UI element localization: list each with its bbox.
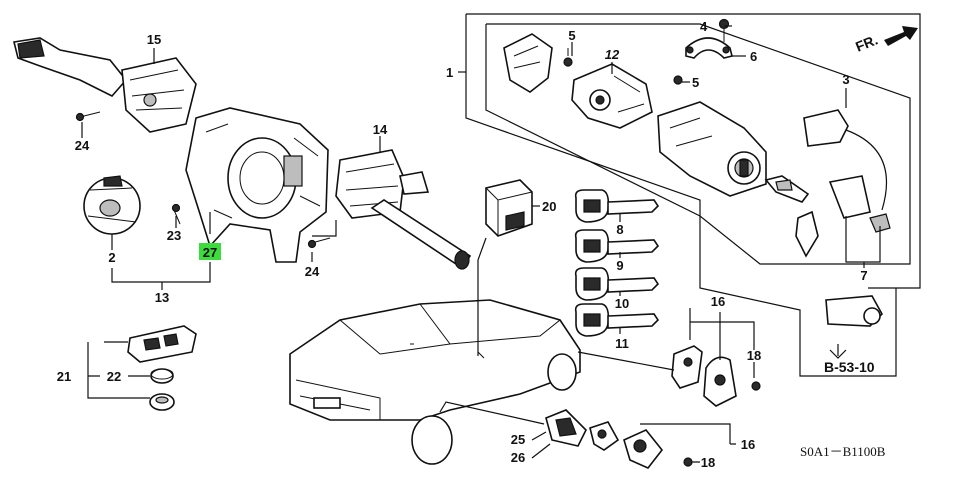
trunk-lock-25	[545, 409, 587, 447]
key-8	[574, 189, 660, 223]
callout-24b: 24	[305, 264, 320, 279]
lock-set-frame	[465, 13, 921, 377]
relay-20	[485, 179, 533, 237]
trunk-cylinder-ref	[825, 295, 883, 359]
door-cylinder-right	[703, 356, 737, 407]
callout-3: 3	[842, 72, 849, 87]
callout-18a: 18	[747, 348, 761, 363]
sedan-outline	[289, 299, 581, 465]
screw-18b	[683, 457, 693, 467]
callout-9: 9	[616, 258, 623, 273]
callout-24a: 24	[75, 138, 90, 153]
front-direction-arrow: FR.	[853, 26, 918, 55]
ignition-switch-cover	[503, 33, 553, 93]
callout-8: 8	[616, 222, 623, 237]
callout-16b: 16	[741, 437, 755, 452]
diagram-code: S0A1－B1100B	[800, 444, 886, 459]
door-cylinder-left	[671, 345, 703, 389]
callout-11: 11	[615, 336, 629, 351]
trunk-cylinder-16b	[623, 429, 664, 469]
key-9	[574, 229, 660, 263]
callout-27-highlight	[199, 243, 221, 260]
combination-switch-left	[13, 37, 197, 133]
callout-25: 25	[511, 432, 525, 447]
callout-10: 10	[615, 296, 629, 311]
callout-1: 1	[446, 65, 453, 80]
keyless-remote-21	[127, 325, 197, 363]
screw-18a	[751, 381, 761, 391]
leader-lines	[81, 25, 881, 463]
callout-labels: 15 24 2 23 27 13 14 24 20 1 5 12 4 6 5 3…	[57, 19, 868, 470]
callout-5a: 5	[568, 28, 575, 43]
callout-12: 12	[605, 47, 620, 62]
callout-6: 6	[750, 49, 757, 64]
reference-label: B-53-10	[824, 359, 875, 375]
steering-lock-12	[571, 63, 653, 129]
callout-22: 22	[107, 369, 121, 384]
bracket-6	[685, 37, 733, 59]
front-arrow-label: FR.	[853, 31, 880, 54]
callout-20: 20	[542, 199, 556, 214]
key-10	[574, 267, 660, 301]
callout-16a: 16	[711, 294, 725, 309]
callout-18b: 18	[701, 455, 715, 470]
callout-21: 21	[57, 369, 71, 384]
cable-reel-2	[83, 175, 141, 235]
battery-22	[150, 368, 174, 384]
screw-24b	[307, 237, 331, 249]
screw-5b	[673, 75, 683, 85]
trunk-bracket	[589, 421, 620, 451]
callout-5b: 5	[692, 75, 699, 90]
screw-23	[171, 203, 181, 225]
key-pair-in-set	[764, 175, 819, 258]
callout-26: 26	[511, 450, 525, 465]
screw-24a	[75, 111, 101, 122]
callout-13: 13	[155, 290, 169, 305]
callout-27: 27	[203, 245, 217, 260]
steering-column-housing	[185, 107, 329, 263]
lock-cylinder-body	[657, 101, 767, 197]
key-11	[574, 303, 660, 337]
wiper-switch-14	[335, 149, 472, 270]
screw-5a	[563, 48, 573, 67]
remote-cap	[149, 393, 175, 411]
callout-4: 4	[700, 19, 708, 34]
cable-harness-3	[803, 109, 891, 233]
front-arrow-icon	[884, 26, 918, 46]
callout-23: 23	[167, 228, 181, 243]
callout-15: 15	[147, 32, 161, 47]
callout-2: 2	[108, 250, 115, 265]
callout-7: 7	[860, 268, 867, 283]
callout-14: 14	[373, 122, 388, 137]
